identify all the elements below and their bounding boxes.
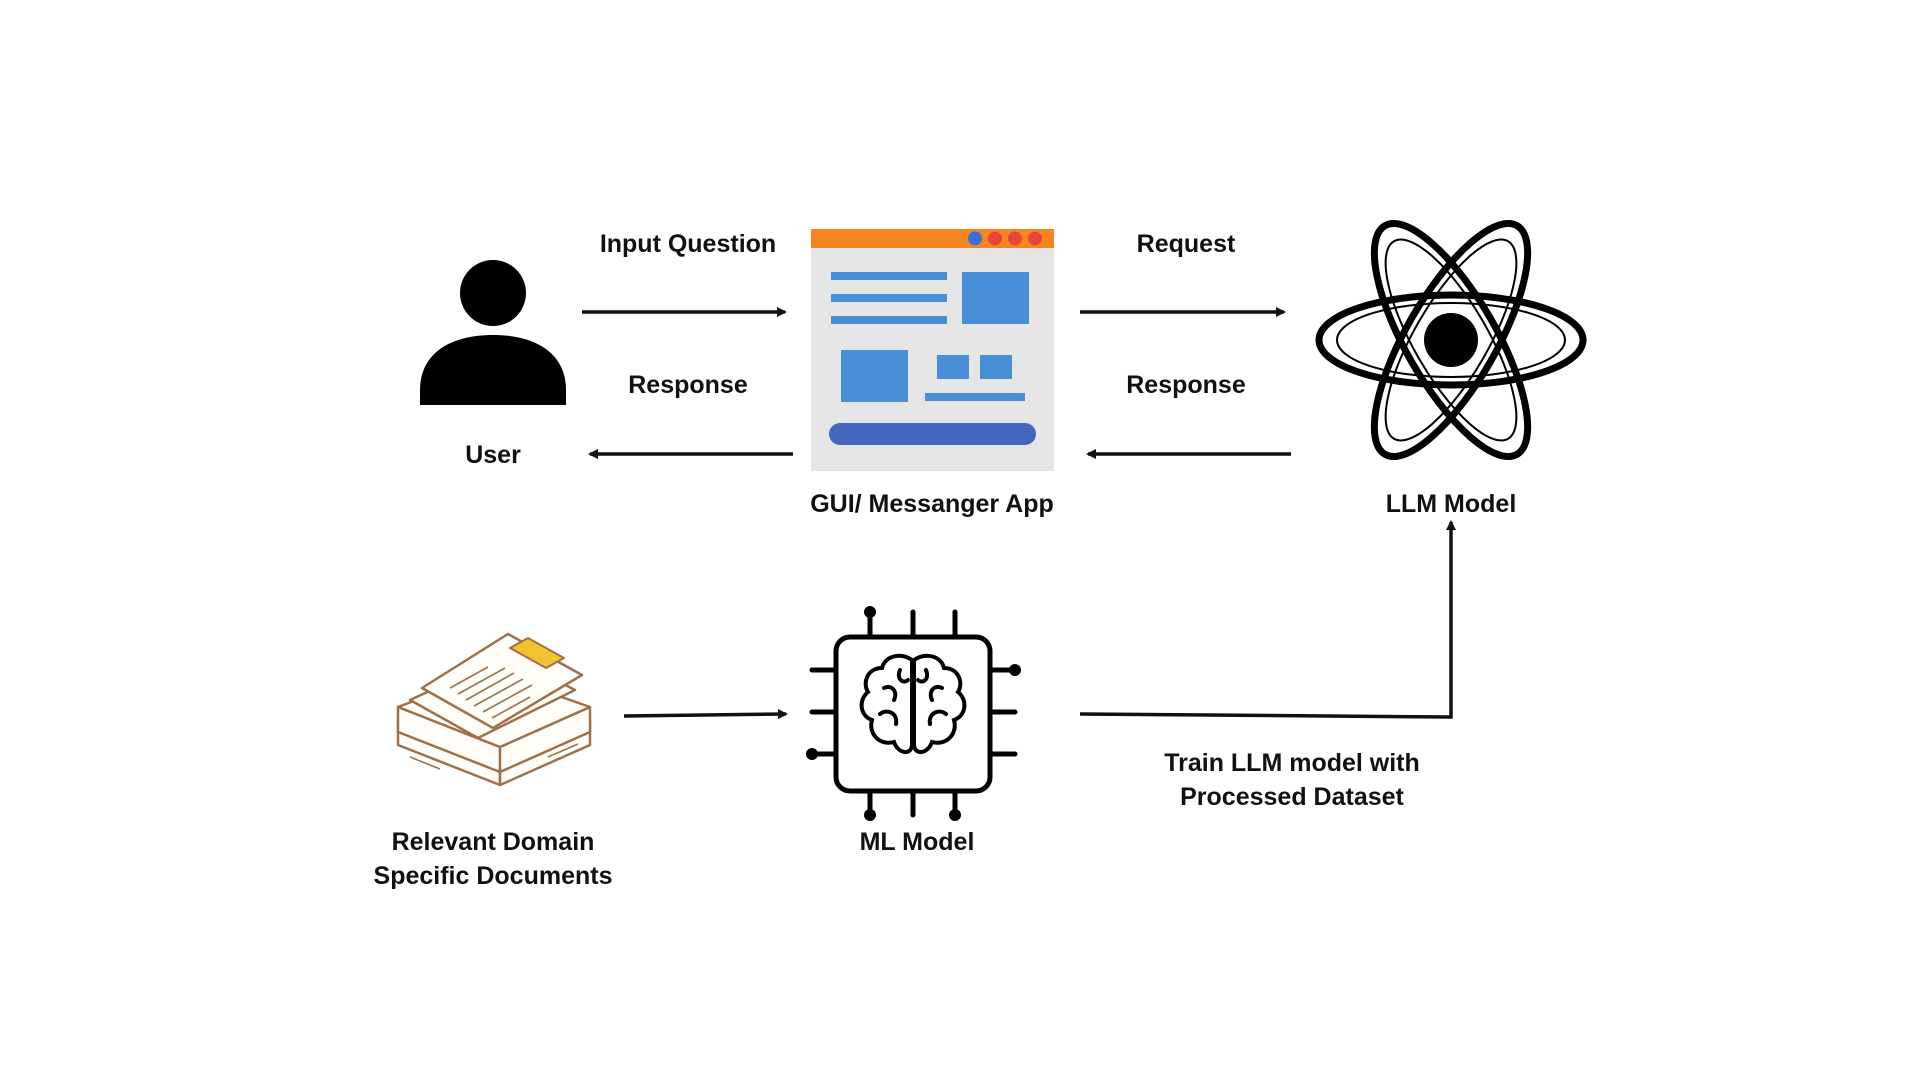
- ml-chip-icon: [806, 606, 1021, 821]
- request-label: Request: [1136, 230, 1236, 258]
- train-label-line2: Processed Dataset: [1180, 783, 1404, 811]
- documents-icon: [396, 632, 592, 787]
- train-label-line1: Train LLM model with: [1164, 749, 1420, 777]
- gui-app-label: GUI/ Messanger App: [810, 490, 1054, 518]
- llm-model-label: LLM Model: [1385, 490, 1517, 518]
- atom-icon: [1315, 219, 1587, 461]
- arrow-docs-to-ml: [623, 709, 788, 720]
- documents-label: Relevant Domain Specific Documents: [333, 825, 653, 893]
- arrows: [582, 307, 1456, 720]
- user-label: User: [465, 441, 521, 469]
- input-question-label: Input Question: [599, 230, 777, 258]
- brain-icon: [859, 653, 967, 754]
- documents-label-line2: Specific Documents: [373, 862, 613, 890]
- train-label: Train LLM model with Processed Dataset: [1132, 746, 1452, 814]
- ml-model-label: ML Model: [859, 828, 975, 856]
- user-icon: [420, 260, 566, 405]
- app-window-icon: [811, 229, 1054, 471]
- arrow-train-llm: [1079, 520, 1456, 719]
- response-to-user-label: Response: [628, 371, 748, 399]
- documents-label-line1: Relevant Domain: [391, 828, 595, 856]
- response-from-llm-label: Response: [1126, 371, 1246, 399]
